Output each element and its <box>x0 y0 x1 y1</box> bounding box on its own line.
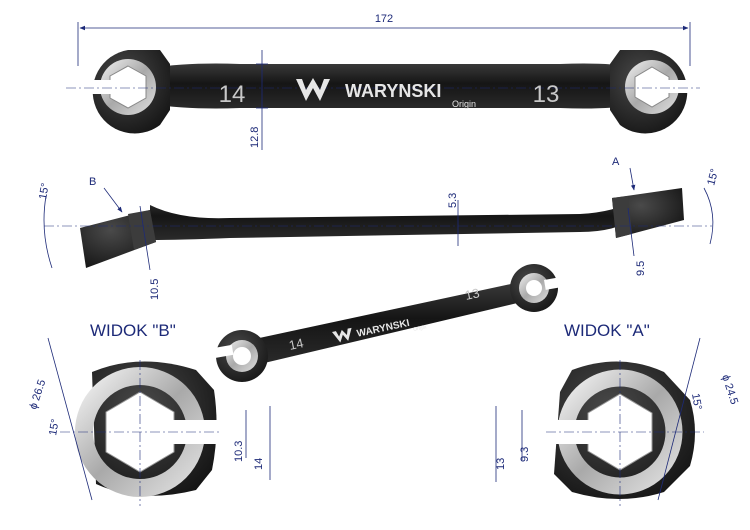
left-head-thickness-label: 10.5 <box>149 279 161 300</box>
right-angle-arc <box>703 187 714 245</box>
top-view: 172 14 13 WARYNSKI Origin 12.8 <box>66 13 700 150</box>
right-head-thickness-line <box>627 207 635 257</box>
left-size-label: 14 <box>219 81 246 108</box>
perspective-handle <box>250 282 530 364</box>
handle-thickness-label: 12.8 <box>249 127 261 148</box>
marker-a-arrow <box>629 167 636 191</box>
marker-b: B <box>89 176 96 188</box>
perspective-right-slot <box>544 276 564 290</box>
view-a-flats-label: 13 <box>495 458 507 470</box>
marker-b-arrow <box>103 187 123 213</box>
right-size-label: 13 <box>533 81 560 108</box>
view-b-diameter-line <box>47 337 93 501</box>
view-a-angle-label: 15° <box>689 392 704 410</box>
right-jaw-slot <box>668 80 696 93</box>
perspective-brand-mark <box>332 327 352 343</box>
view-a-slot-width-label: 9.3 <box>519 447 531 462</box>
brand-name: WARYNSKI <box>345 81 441 101</box>
marker-a: A <box>612 156 620 168</box>
perspective-right-size: 13 <box>464 285 481 303</box>
brand-logo-mark <box>296 78 330 101</box>
brand-logo: WARYNSKI Origin <box>296 78 476 109</box>
left-jaw-slot <box>78 80 112 94</box>
perspective-right-opening <box>526 280 542 296</box>
view-a: WIDOK "A" ϕ 24.5 15° 9.3 13 <box>495 321 740 506</box>
view-b-title: WIDOK "B" <box>90 321 176 340</box>
left-angle-arc <box>43 195 53 269</box>
view-a-diameter-line <box>657 337 701 501</box>
perspective-left-size: 14 <box>288 335 305 353</box>
perspective-view: 14 13 WARYNSKI Origin <box>214 264 564 382</box>
side-right-collar <box>612 196 632 238</box>
overall-length-label: 172 <box>375 13 393 25</box>
view-b: WIDOK "B" ϕ 26.5 15° 10.3 14 <box>27 321 271 506</box>
view-b-flats-label: 14 <box>253 458 265 470</box>
view-a-diameter-label: ϕ 24.5 <box>719 373 740 406</box>
right-hex-opening <box>634 66 670 108</box>
wrench-handle <box>150 63 640 109</box>
side-shank <box>150 196 640 240</box>
right-head-thickness-label: 9.5 <box>635 261 647 276</box>
brand-sub: Origin <box>452 99 476 109</box>
right-angle-label: 15° <box>705 168 721 187</box>
perspective-left-opening <box>233 347 251 365</box>
view-b-diameter-label: ϕ 26.5 <box>27 378 48 411</box>
perspective-brand-sub: Origin <box>413 324 428 333</box>
view-b-angle-label: 15° <box>47 418 62 436</box>
shank-thickness-label: 5.3 <box>447 193 459 208</box>
left-angle-label: 15° <box>37 182 52 200</box>
view-a-title: WIDOK "A" <box>564 321 650 340</box>
view-b-slot-width-label: 10.3 <box>233 441 245 462</box>
left-head-thickness-line <box>139 205 151 271</box>
side-view: B A 15° 15° 5.3 10.5 9.5 <box>37 156 721 300</box>
left-hex-opening <box>109 65 147 109</box>
side-left-collar <box>128 210 156 250</box>
perspective-left-slot <box>214 344 234 358</box>
